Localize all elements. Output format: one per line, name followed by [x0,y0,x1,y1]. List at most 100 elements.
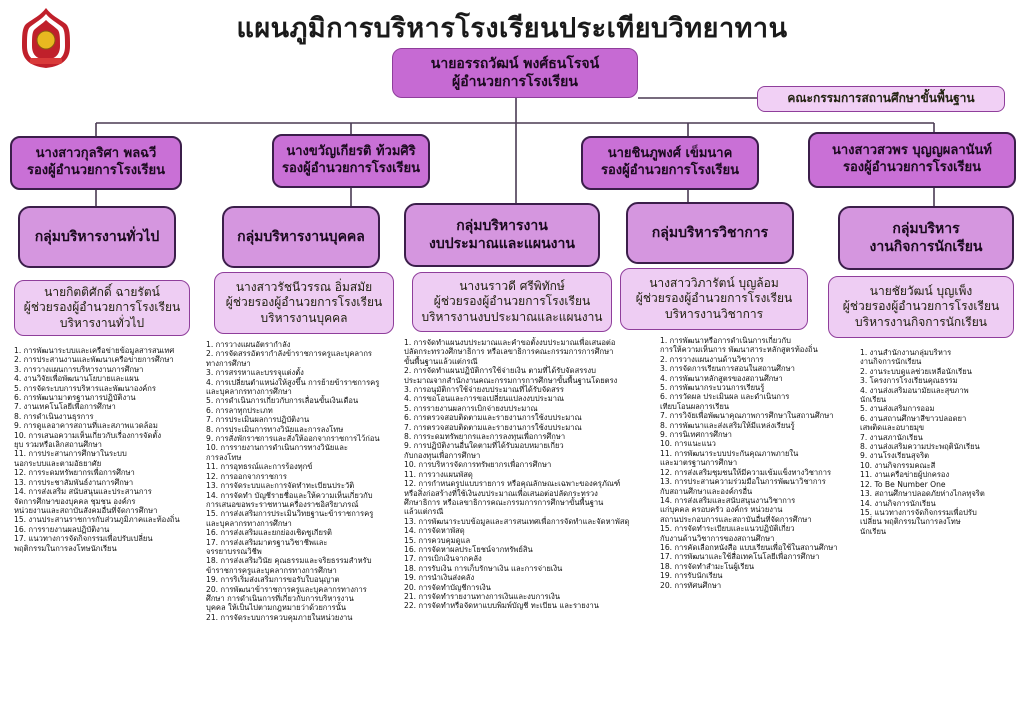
task-list: 1. การพัฒนาหรือการดำเนินการเกี่ยวกับ การ… [660,336,856,590]
list-item: 18. การรับเงิน การเก็บรักษาเงิน และการจ่… [404,563,563,573]
group-title: กลุ่มบริหารงานบุคคล [237,228,365,245]
list-item: 3. การวางแผนการบริหารงานการศึกษา [14,364,144,374]
list-item: 6. การลาทุกประเภท [206,405,273,415]
list-item: 8. การพัฒนาและส่งเสริมให้มีแหล่งเรียนรู้ [660,420,795,430]
list-item: 17. การส่งเสริมมาตรฐานวิชาชีพและ จรรยาบร… [206,537,328,556]
list-item: 10. งานกิจกรรมคณะสี [860,460,936,470]
assistant-role: ผู้ช่วยรองผู้อำนวยการโรงเรียน [225,295,383,310]
list-item: 8. การประเมินการทางวินัยและการลงโทษ [206,424,344,434]
list-item: 7. งานเทคโนโลยีเพื่อการศึกษา [14,402,116,412]
task-list: 1. การวางแผนอัตรากำลัง 2. การจัดสรรอัตรา… [206,340,404,622]
list-item: 9. การนิเทศการศึกษา [660,430,732,440]
list-item: 5. การจัดระบบการบริหารและพัฒนาองค์กร [14,383,156,393]
list-item: 2. งานระบบดูแลช่วยเหลือนักเรียน [860,366,972,376]
list-item: 10. การแนะแนว [660,439,716,449]
deputy-role: รองผู้อำนวยการโรงเรียน [600,163,740,178]
list-item: 12. การระดมทรัพยากรเพื่อการศึกษา [14,468,135,478]
deputy-name: นางสาวกุลริศา พลฉวี [35,146,157,162]
list-item: 2. การจัดสรรอัตรากำลังข้าราชการครูและบุค… [206,349,373,368]
assistant-box: นายชัยวัฒน์ บุญเพ็ง ผู้ช่วยรองผู้อำนวยกา… [828,276,1014,338]
list-item: 15. งานประสานราชการกับส่วนภูมิภาคและท้อง… [14,515,180,525]
list-item: 17. การพัฒนาและใช้สื่อเทคโนโลยีเพื่อการศ… [660,552,820,562]
group-title: กลุ่มบริหารงาน งบประมาณและแผนงาน [429,217,575,252]
list-item: 12. To Be Number One [860,479,946,489]
deputy-box: นางสาวกุลริศา พลฉวี รองผู้อำนวยการโรงเรี… [10,136,182,190]
group-box: กลุ่มบริหารงานบุคคล [222,206,380,268]
list-item: 1. การจัดทำแผนงบประมาณและคำขอตั้งงบประมา… [404,338,616,366]
list-item: 10. การบริหารจัดการทรัพยากรเพื่อการศึกษา [404,460,552,470]
list-item: 13. สถานศึกษาปลอดภัยห่างไกลทุจริต [860,489,985,499]
list-item: 4. การพัฒนาหลักสูตรของสถานศึกษา [660,373,783,383]
list-item: 11. งานเครือข่ายผู้ปกครอง [860,470,950,480]
list-item: 5. การรายงานผลการเบิกจ่ายงบประมาณ [404,403,538,413]
assistant-name: นางสาวรัชนีวรรณ อิ่มสมัย [235,279,373,294]
list-item: 9. การปฏิบัติงานอื่นใดตามที่ได้รับมอบหมา… [404,441,564,460]
list-item: 9. การสั่งพักราชการและสั่งให้ออกจากราชกา… [206,434,380,444]
task-list: 1. การจัดทำแผนงบประมาณและคำขอตั้งงบประมา… [404,338,656,611]
list-item: 1. การพัฒนาระบบและเครือข่ายข้อมูลสารสนเท… [14,346,175,355]
list-item: 12. การออกจากราชการ [206,471,287,481]
list-item: 21. การจัดทำรายงานทางการเงินและงบการเงิน [404,591,561,601]
list-item: 2. การประสานงานและพัฒนาเครือข่ายการศึกษา [14,355,174,365]
list-item: 20. การพัฒนาข้าราชการครูและบุคลากรทางการ… [206,584,367,613]
list-item: 6. การตรวจสอบติดตามและรายงานการใช้งบประม… [404,413,582,423]
list-item: 7. การประเมินผลการปฏิบัติงาน [206,415,310,425]
list-item: 14. การจัดหาพัสดุ [404,526,465,536]
list-item: 22. การจัดทำหรือจัดหาแบบพิมพ์บัญชี ทะเบี… [404,601,599,611]
committee-label: คณะกรรมการสถานศึกษาขั้นพื้นฐาน [787,91,975,106]
assistant-area: บริหารงานบุคคล [260,310,348,325]
list-item: 11. การพัฒนาระบบประกันคุณภาพภายใน และมาต… [660,448,799,468]
director-role: ผู้อำนวยการโรงเรียน [452,74,578,90]
group-title: กลุ่มบริหารวิชาการ [651,224,769,241]
list-item: 8. การระดมทรัพยากรและการลงทุนเพื่อการศึก… [404,432,566,442]
list-item: 12. การส่งเสริมชุมชนให้มีความเข้มแข็งทาง… [660,467,832,477]
deputy-box: นางขวัญเกียรติ ท้วมศิริ รองผู้อำนวยการโร… [272,134,430,188]
list-item: 18. การส่งเสริมวินัย คุณธรรมและจริยธรรมส… [206,556,372,575]
list-item: 20. การจัดทำบัญชีการเงิน [404,582,491,592]
list-item: 6. งานสถานศึกษาสีขาวปลอดยา เสพติดและอบาย… [860,413,967,433]
list-item: 7. การตรวจสอบติดตามและรายงานการใช้งบประม… [404,422,582,432]
list-item: 14. การส่งเสริม สนับสนุนและประสานการ จัด… [14,487,158,515]
group-box: กลุ่มบริหารงานทั่วไป [18,206,176,268]
list-item: 15. การควบคุมดูแล [404,535,471,545]
director-box: นายอรรถวัฒน์ พงศ์ธนโรจน์ ผู้อำนวยการโรงเ… [392,48,638,98]
list-item: 14. การส่งเสริมและสนับสนุนงานวิชาการ แก่… [660,495,812,524]
list-item: 13. การประชาสัมพันธ์งานการศึกษา [14,477,134,487]
assistant-box: นายกิตติศักดิ์ ฉายรัตน์ ผู้ช่วยรองผู้อำน… [14,280,190,336]
deputy-role: รองผู้อำนวยการโรงเรียน [281,161,421,176]
list-item: 15. การจัดทำระเบียบและแนวปฏิบัติเกี่ยว ก… [660,524,795,543]
list-item: 10. การเสนอความเห็นเกี่ยวกับเรื่องการจัด… [14,430,162,450]
list-item: 10. การรายงานการดำเนินการทางวินัยและ การ… [206,443,348,462]
list-item: 11. การอุทธรณ์และการร้องทุกข์ [206,462,313,472]
list-item: 16. การส่งเสริมและยกย่องเชิดชูเกียรติ [206,528,332,538]
list-item: 1. การวางแผนอัตรากำลัง [206,340,291,349]
list-item: 13. การประสานความร่วมมือในการพัฒนาวิชากา… [660,477,826,496]
list-item: 9. งานโรงเรียนสุจริต [860,451,930,461]
task-list: 1. งานสำนักงานกลุ่มบริหาร งานกิจการนักเร… [860,348,1020,536]
deputy-name: นางขวัญเกียรติ ท้วมศิริ [286,144,416,160]
list-item: 4. การเปลี่ยนตำแหน่งให้สูงขึ้น การย้ายข้… [206,377,380,397]
assistant-area: บริหารงานทั่วไป [59,315,145,330]
list-item: 7. การวิจัยเพื่อพัฒนาคุณภาพการศึกษาในสถา… [660,411,834,421]
assistant-name: นางนราวดี ศรีพิทักษ์ [459,278,565,293]
director-name: นายอรรถวัฒน์ พงศ์ธนโรจน์ [430,55,600,72]
deputy-name: นางสาวสวพร บุญญผลานันท์ [831,143,992,159]
list-item: 3. โครงการโรงเรียนคุณธรรม [860,376,958,386]
group-box: กลุ่มบริหารงาน งบประมาณและแผนงาน [404,203,600,267]
list-item: 4. การขอโอนและการขอเปลี่ยนแปลงงบประมาณ [404,394,565,404]
list-item: 19. การรับนักเรียน [660,571,723,581]
list-item: 6. การพัฒนามาตรฐานการปฏิบัติงาน [14,393,136,403]
list-item: 16. การคัดเลือกหนังสือ แบบเรียนเพื่อใช้ใ… [660,542,838,552]
assistant-name: นายกิตติศักดิ์ ฉายรัตน์ [44,284,160,299]
deputy-box: นายชินภูพงศ์ เข็มนาค รองผู้อำนวยการโรงเร… [581,136,759,190]
list-item: 16. การรายงานผลปฏิบัติงาน [14,524,110,534]
deputy-box: นางสาวสวพร บุญญผลานันท์ รองผู้อำนวยการโร… [808,132,1016,188]
list-item: 11. การวางแผนพัสดุ [404,469,473,479]
list-item: 8. การดำเนินงานธุรการ [14,411,94,421]
list-item: 3. การอนุมัติการใช้จ่ายงบประมาณที่ได้รับ… [404,385,564,395]
list-item: 9. การดูแลอาคารสถานที่และสภาพแวดล้อม [14,421,158,431]
list-item: 11. การประสานการศึกษาในระบบ นอกระบบและตา… [14,449,127,468]
list-item: 6. การวัดผล ประเมินผล และดำเนินการ เทียบ… [660,392,790,411]
list-item: 14. การจัดทำ บัญชีรายชื่อและให้ความเห็นเ… [206,490,373,509]
assistant-role: ผู้ช่วยรองผู้อำนวยการโรงเรียน [635,291,793,306]
